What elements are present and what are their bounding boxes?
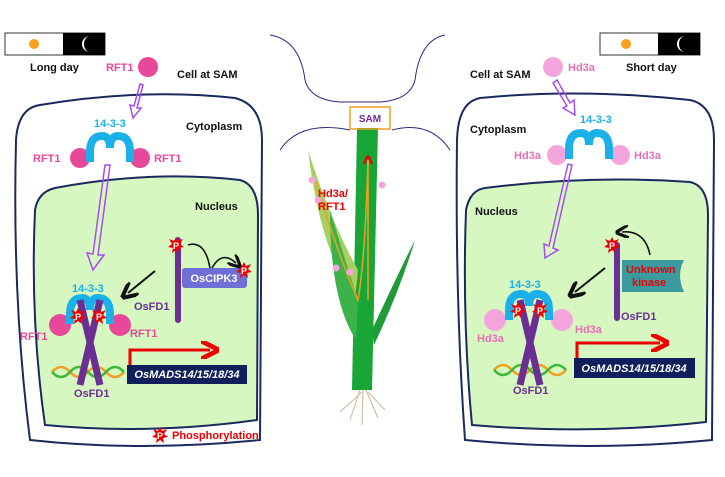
- sun-icon: [621, 39, 631, 49]
- adaptor-label: 14-3-3: [580, 114, 612, 126]
- osfd1-label: OsFD1: [134, 301, 169, 313]
- binding-arrow-icon: [575, 267, 606, 292]
- oscipk3-kinase: [182, 268, 247, 288]
- rft1-protein: [138, 57, 158, 77]
- right-panel-short-day: Short day Hd3a Cell at SAM Cytoplasm Nuc…: [455, 32, 716, 447]
- hd3a-label: Hd3a: [514, 150, 542, 162]
- hd3a-label: Hd3a: [575, 324, 603, 336]
- cell-label: Cell at SAM: [470, 69, 531, 81]
- moon-icon: [82, 36, 90, 52]
- leaf-signal-label: Hd3a/: [318, 188, 348, 200]
- adaptor-label: 14-3-3: [509, 279, 541, 291]
- cytoplasm-label: Cytoplasm: [470, 124, 526, 136]
- target-gene-box: [127, 365, 247, 384]
- adaptor-label: 14-3-3: [72, 283, 104, 295]
- phosphorylation-legend: Phosphorylation: [152, 427, 259, 443]
- cell-label: Cell at SAM: [177, 69, 238, 81]
- hd3a-label: Hd3a: [477, 333, 505, 345]
- osfd1-label: OsFD1: [621, 311, 656, 323]
- nucleus-label: Nucleus: [475, 206, 518, 218]
- nuclear-import-arrow-icon: [85, 164, 111, 272]
- hd3a-protein: [543, 57, 563, 77]
- rft1-label: RFT1: [20, 331, 48, 343]
- nucleus-label: Nucleus: [195, 201, 238, 213]
- leaf-signal-label: RFT1: [318, 201, 346, 213]
- cell-membrane: [14, 93, 264, 447]
- hd3a-label: Hd3a: [568, 62, 596, 74]
- rice-plant-illustration: SAM Hd3a/ RFT1: [269, 34, 451, 426]
- target-gene-label: OsMADS14/15/18/34: [581, 363, 686, 375]
- adaptor-label: 14-3-3: [94, 118, 126, 130]
- moon-icon: [677, 36, 685, 52]
- binding-arrow-icon: [128, 270, 156, 293]
- target-gene-box: [574, 358, 695, 378]
- rft1-label: RFT1: [33, 153, 61, 165]
- activation-arrow-icon: [575, 343, 660, 360]
- sun-icon: [29, 39, 39, 49]
- left-panel-long-day: Long day RFT1 Cell at SAM Cytoplasm Nucl…: [4, 32, 264, 447]
- osfd1-label: OsFD1: [513, 385, 548, 397]
- photoperiod-label: Long day: [30, 62, 80, 74]
- activation-arrow-icon: [128, 350, 210, 368]
- unknown-kinase: [622, 260, 684, 292]
- transport-arrow-icon: [128, 83, 144, 120]
- day-night-indicator: [599, 32, 701, 56]
- transport-arrow-icon: [552, 78, 576, 117]
- sam-label: SAM: [359, 114, 381, 125]
- rft1-label: RFT1: [106, 62, 134, 74]
- target-gene-label: OsMADS14/15/18/34: [134, 369, 239, 381]
- osfd1-label: OsFD1: [74, 388, 109, 400]
- cell-membrane: [455, 92, 716, 447]
- kinase-label: OsCIPK3: [190, 273, 237, 285]
- kinase-label: kinase: [632, 277, 666, 289]
- kinase-label: Unknown: [626, 264, 676, 276]
- rft1-label: RFT1: [130, 328, 158, 340]
- nuclear-import-arrow-icon: [543, 163, 573, 260]
- hd3a-label: Hd3a: [634, 150, 662, 162]
- cytoplasm-label: Cytoplasm: [186, 121, 242, 133]
- sam-box: [349, 106, 391, 130]
- photoperiod-label: Short day: [626, 62, 678, 74]
- rft1-label: RFT1: [154, 153, 182, 165]
- day-night-indicator: [4, 32, 106, 56]
- legend-label: Phosphorylation: [172, 430, 259, 442]
